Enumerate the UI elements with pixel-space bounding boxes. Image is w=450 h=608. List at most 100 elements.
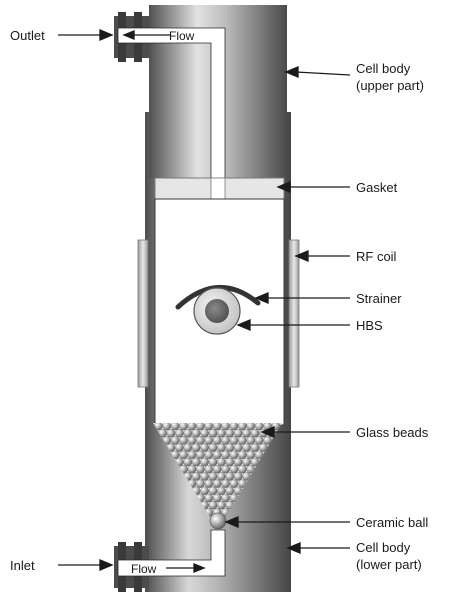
glass-bead xyxy=(221,450,230,460)
glass-bead xyxy=(204,423,214,431)
strainer-label: Strainer xyxy=(356,291,402,306)
hbs-core xyxy=(205,299,229,323)
glass-bead xyxy=(191,472,201,481)
glass-bead xyxy=(187,423,197,431)
cell-body-upper-sublabel: (upper part) xyxy=(356,78,424,93)
glass-bead xyxy=(217,486,226,496)
glass-bead xyxy=(233,472,243,481)
glass-bead xyxy=(170,436,180,445)
glass-bead xyxy=(204,493,214,503)
glass-bead xyxy=(238,464,247,474)
glass-bead xyxy=(212,493,222,503)
glass-bead xyxy=(242,457,251,467)
glass-bead xyxy=(191,457,201,467)
glass-bead xyxy=(196,464,205,474)
glass-bead xyxy=(196,479,205,488)
glass-bead xyxy=(229,450,239,460)
glass-bead xyxy=(225,472,235,481)
glass-bead xyxy=(212,479,222,488)
glass-bead xyxy=(183,457,193,467)
glass-bead xyxy=(212,464,222,474)
glass-bead xyxy=(183,428,193,438)
glass-bead xyxy=(191,428,201,438)
cell-body-lower-sublabel: (lower part) xyxy=(356,557,422,572)
flow-top-label: Flow xyxy=(169,29,195,43)
gasket-label: Gasket xyxy=(356,180,398,195)
glass-bead xyxy=(208,457,218,467)
flow-bottom-arrow xyxy=(193,563,206,573)
glass-bead xyxy=(229,423,239,431)
glass-bead xyxy=(221,436,230,445)
glass-bead xyxy=(187,450,197,460)
glass-bead xyxy=(196,423,205,431)
glass-bead xyxy=(254,436,264,445)
glass-bead xyxy=(246,436,256,445)
glass-bead xyxy=(179,450,188,460)
glass-bead xyxy=(212,436,222,445)
glass-bead xyxy=(200,472,209,481)
glass-bead xyxy=(179,423,188,431)
glass-bead xyxy=(225,486,235,496)
glass-bead xyxy=(221,464,230,474)
glass-bead xyxy=(200,428,209,438)
glass-bead xyxy=(221,479,230,488)
glass-bead xyxy=(196,436,205,445)
rf-coil-right xyxy=(288,239,300,388)
glass-bead xyxy=(208,472,218,481)
inlet-channel xyxy=(117,529,226,577)
glass-bead xyxy=(204,464,214,474)
glass-bead xyxy=(208,486,218,496)
glass-bead xyxy=(208,443,218,452)
glass-bead xyxy=(229,436,239,445)
glass-bead xyxy=(250,428,260,438)
glass-bead xyxy=(233,443,243,452)
glass-bead xyxy=(204,436,214,445)
glass-bead xyxy=(242,428,251,438)
glass-bead xyxy=(166,428,176,438)
rf-coil-left xyxy=(137,239,149,388)
cell-body-upper-label: Cell body xyxy=(356,61,411,76)
glass-bead xyxy=(183,443,193,452)
flow-bottom-label: Flow xyxy=(131,562,157,576)
glass-bead xyxy=(170,423,180,431)
glass-bead xyxy=(204,479,214,488)
glass-bead xyxy=(179,436,188,445)
glass-bead xyxy=(208,428,218,438)
callout-arrows xyxy=(58,29,351,573)
glass-bead xyxy=(187,436,197,445)
glass-bead xyxy=(280,423,282,431)
outlet-arrow xyxy=(99,29,114,41)
glass-bead xyxy=(175,443,184,452)
glass-bead xyxy=(238,436,247,445)
glass-bead xyxy=(225,428,235,438)
glass-bead xyxy=(175,428,184,438)
inlet-arrow xyxy=(99,559,114,571)
glass-bead xyxy=(204,450,214,460)
glass-bead xyxy=(238,450,247,460)
glass-bead xyxy=(233,428,243,438)
inlet-label: Inlet xyxy=(10,558,35,573)
flow-top-arrow xyxy=(122,30,135,40)
glass-bead xyxy=(250,443,260,452)
hbs-label: HBS xyxy=(356,318,383,333)
glass-bead xyxy=(221,493,230,503)
glass-bead xyxy=(187,464,197,474)
glass-beads-label: Glass beads xyxy=(356,425,429,440)
glass-bead xyxy=(225,443,235,452)
glass-bead xyxy=(246,423,256,431)
glass-bead xyxy=(217,443,226,452)
glass-bead xyxy=(196,450,205,460)
outlet-label: Outlet xyxy=(10,28,45,43)
glass-bead xyxy=(225,457,235,467)
glass-bead xyxy=(200,443,209,452)
glass-bead xyxy=(212,450,222,460)
glass-bead xyxy=(200,457,209,467)
ceramic-ball xyxy=(209,512,227,530)
glass-bead xyxy=(229,464,239,474)
glass-bead xyxy=(191,443,201,452)
cell-body-lower-label: Cell body xyxy=(356,540,411,555)
glass-bead xyxy=(217,472,226,481)
glass-bead xyxy=(229,479,239,488)
